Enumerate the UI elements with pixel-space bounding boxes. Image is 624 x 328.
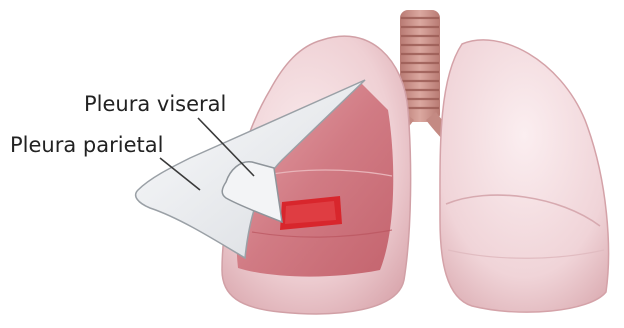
right-lung	[440, 40, 609, 312]
parietal-pleura-label: Pleura parietal	[10, 133, 163, 157]
visceral-pleura-label: Pleura viseral	[84, 92, 226, 116]
